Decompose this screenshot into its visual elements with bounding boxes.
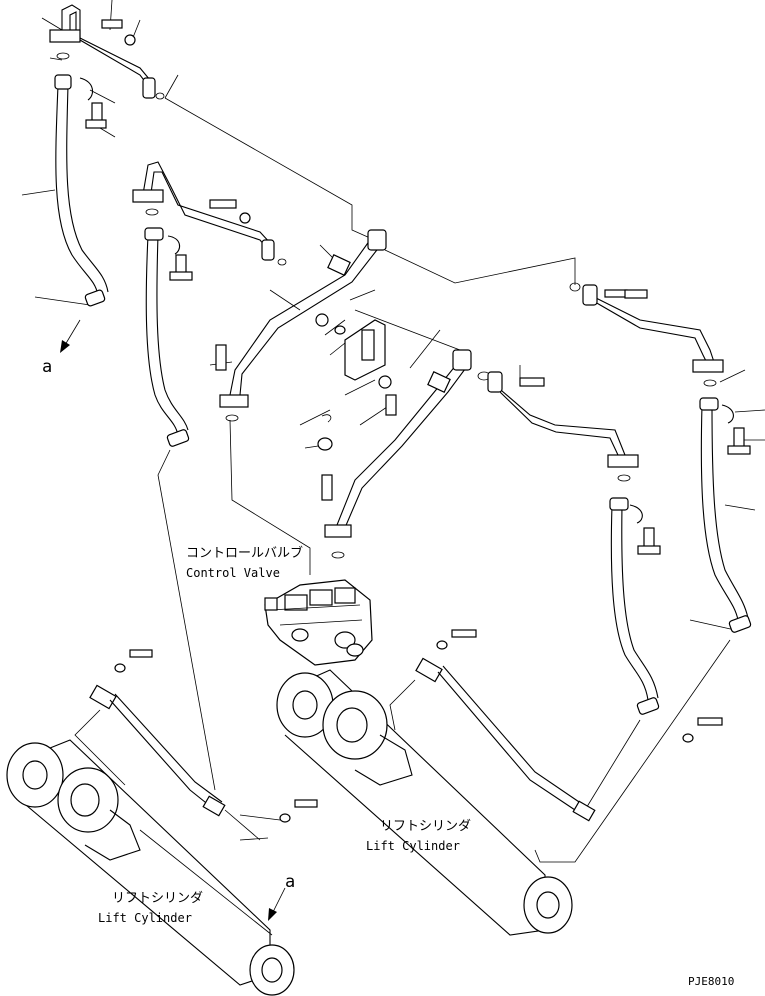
control-valve [264, 579, 373, 666]
connector-lines [74, 97, 731, 936]
reference-label-a-bottom: a [285, 872, 295, 892]
reference-arrow-bottom [268, 887, 286, 921]
upper-left-hose-assembly [49, 4, 165, 307]
reference-label-a-top: a [42, 357, 52, 377]
middle-left-hose-assembly [132, 161, 287, 447]
drawing-code: PJE8010 [688, 975, 734, 988]
middle-right-hose-assembly [487, 371, 661, 715]
control-valve-label-jp: コントロールバルブ [186, 545, 303, 561]
centre-pipe-assembly [215, 229, 491, 559]
lift-cylinder-left-label-en: Lift Cylinder [98, 911, 192, 925]
lift-cylinder-left-label-jp: リフトシリンダ [112, 891, 203, 906]
upper-right-hose-assembly [569, 282, 752, 633]
part-leaders [21, 0, 765, 841]
lift-cylinder-right-label-jp: リフトシリンダ [380, 819, 471, 834]
lift-cylinder-right-label-en: Lift Cylinder [366, 839, 460, 853]
lift-cylinder-left [6, 649, 318, 996]
lift-cylinder-right [276, 629, 723, 936]
control-valve-label-en: Control Valve [186, 566, 280, 580]
reference-arrow-top [60, 319, 81, 353]
